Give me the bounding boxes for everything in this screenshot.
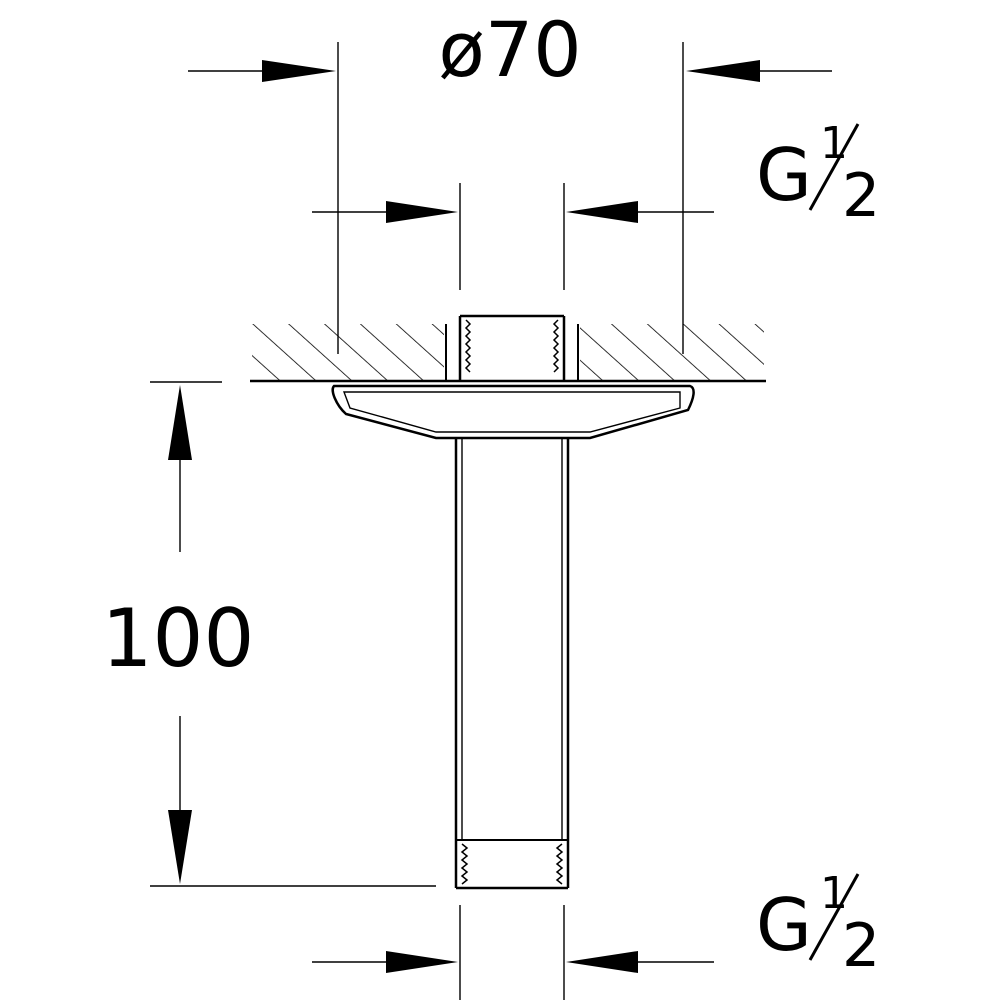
ceiling-hatch [250,324,766,383]
top-thread-fraction-slash [808,123,860,211]
bottom-thread-numerator: 1 [820,868,848,919]
bottom-thread-fraction-slash [808,873,860,961]
dimension-arrows [168,60,832,973]
ceiling-flange [331,384,695,440]
flange-diameter-label: ø70 [438,5,581,94]
top-thread-numerator: 1 [820,118,848,169]
extension-lines [150,42,684,1000]
bottom-thread-base: G [756,883,812,967]
arm-length-label: 100 [102,592,255,685]
top-thread-denominator: 2 [842,161,880,231]
top-thread-label: G 1 2 [756,118,880,231]
ceiling-thread-nipple [458,314,566,381]
top-thread-base: G [756,133,812,217]
bottom-thread-label: G 1 2 [756,868,880,981]
bottom-thread-denominator: 2 [842,911,880,981]
shower-arm [454,438,570,890]
